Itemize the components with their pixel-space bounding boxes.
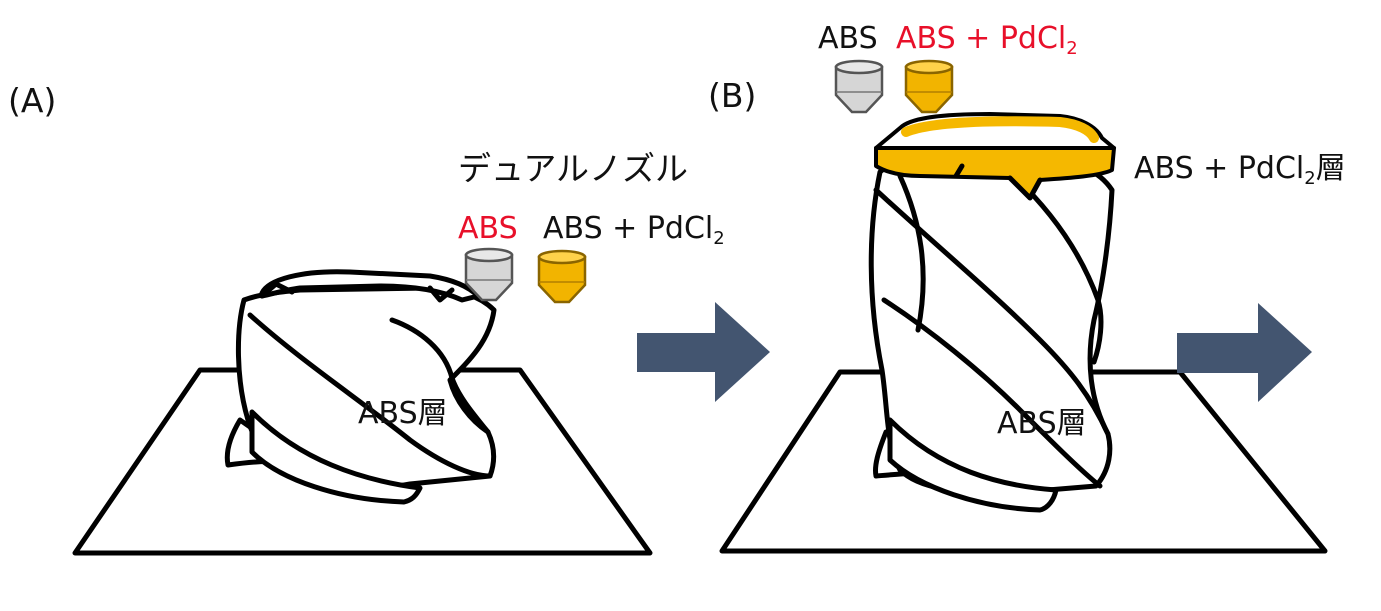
printed-object-a: ABS層 [224, 269, 497, 505]
top-layer-label: ABS + PdCl2層 [1134, 151, 1346, 189]
dual-nozzle-b: ABS ABS + PdCl2 [818, 21, 1078, 114]
printed-object-b: ABS層 [868, 157, 1115, 513]
panel-a-label: (A) [8, 81, 56, 120]
panel-b-label: (B) [708, 76, 756, 115]
panel-b: (B) ABS層 ABS + PdCl2層 A [708, 21, 1346, 554]
arrow-right-2 [1177, 303, 1312, 402]
dual-nozzle-title: デュアルノズル [458, 149, 688, 188]
dual-nozzle-a: デュアルノズル ABS ABS + PdCl2 [458, 149, 725, 304]
layer-label-b: ABS層 [997, 406, 1087, 441]
nozzle-b-right-label: ABS + PdCl2 [896, 21, 1078, 59]
abs-nozzle-b [834, 59, 884, 114]
pdcl2-nozzle-b [904, 59, 954, 114]
nozzle-a-left-label: ABS [458, 211, 518, 246]
nozzle-a-right-label: ABS + PdCl2 [543, 211, 725, 249]
panel-a: (A) ABS層 デュアルノズル ABS ABS + PdCl2 [8, 81, 725, 556]
nozzle-b-left-label: ABS [818, 21, 878, 56]
pdcl2-nozzle-a [537, 249, 587, 304]
arrow-right-1 [637, 302, 770, 402]
pdcl2-top-layer: ABS + PdCl2層 [874, 112, 1346, 201]
layer-label-a: ABS層 [358, 396, 448, 431]
abs-nozzle-a [464, 247, 514, 302]
